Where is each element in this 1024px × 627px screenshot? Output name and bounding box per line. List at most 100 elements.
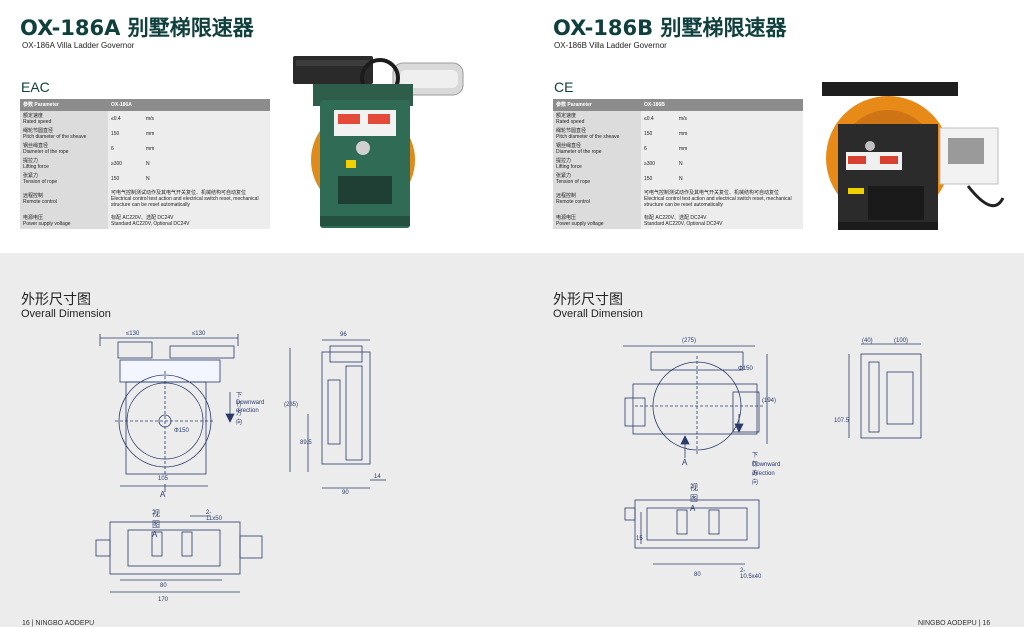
phi-150: Φ150 <box>738 366 753 372</box>
row-zh: 额定速度 <box>556 112 577 119</box>
row-value: 150 <box>108 171 143 186</box>
right-standard-label: CE <box>554 79 574 95</box>
right-dimension-title-zh: 外形尺寸图 <box>553 292 623 308</box>
dim-89-5: 89.5 <box>300 440 312 446</box>
down-direction-en2: direction <box>236 408 259 414</box>
dim-194: (194) <box>762 398 777 404</box>
dim-235: (235) <box>284 402 299 408</box>
row-value: 150 <box>641 171 676 186</box>
left-dimension-title-zh: 外形尺寸图 <box>21 292 91 308</box>
power-text-zh: 标配 AC220V、选配 DC24V <box>644 214 707 221</box>
row-unit: m/s <box>143 111 270 126</box>
row-zh: 电源电压 <box>23 214 44 221</box>
row-unit: N <box>143 156 270 171</box>
dim-107-5: 107.5 <box>834 418 850 424</box>
table-header: 参数 Parameter OX-186A <box>20 99 270 111</box>
header-model: OX-186B <box>641 99 803 111</box>
row-zh: 钢丝绳直径 <box>556 142 582 149</box>
row-zh: 绳轮节圆直径 <box>23 127 54 134</box>
row-zh: 钢丝绳直径 <box>23 142 49 149</box>
row-unit: N <box>676 156 803 171</box>
dim-130-a: ≤130 <box>126 331 140 337</box>
row-value: ≥300 <box>108 156 143 171</box>
down-direction-zh: 下行方向 <box>236 393 243 426</box>
row-en: Rated speed <box>23 118 52 125</box>
right-subtitle: OX-186B Villa Ladder Governor <box>554 41 667 50</box>
row-zh: 提拉力 <box>23 157 39 164</box>
holes-spec: 2-10.5x40 <box>740 568 762 580</box>
row-unit: mm <box>143 126 270 141</box>
row-zh: 张紧力 <box>23 172 39 179</box>
left-subtitle: OX-186A Villa Ladder Governor <box>22 41 135 50</box>
row-en: Lifting force <box>23 163 49 170</box>
left-standard-label: EAC <box>21 79 50 95</box>
remote-text-en: Electrical control test action and elect… <box>644 196 792 208</box>
header-model: OX-186A <box>108 99 270 111</box>
header-parameter: 参数 Parameter <box>553 99 641 111</box>
remote-text-zh: 可电气控制测试动作及其电气开关复位、机械结构可自动复位 <box>111 190 247 196</box>
dim-90: 90 <box>342 490 349 496</box>
bottom-section <box>0 253 1024 627</box>
dim-80: 80 <box>160 583 167 589</box>
left-product-photo <box>293 56 464 228</box>
row-value: ≤0.4 <box>641 111 676 126</box>
left-dimension-drawing <box>95 334 386 593</box>
row-en: Diameter of the rope <box>556 148 602 155</box>
row-en: Remote control <box>556 199 590 205</box>
down-direction-en1: Downward <box>236 400 265 406</box>
row-en: Rated speed <box>556 118 585 125</box>
view-a: 视图A <box>690 483 698 513</box>
dim-14: 14 <box>374 474 381 480</box>
row-unit: mm <box>676 141 803 156</box>
row-en: Pitch diameter of the sheave <box>556 133 620 140</box>
power-text-en: Standard AC220V, Optional DC24V <box>644 220 723 227</box>
row-value: ≤0.4 <box>108 111 143 126</box>
row-en: Power supply voltage <box>556 220 604 227</box>
row-zh: 远程控制 <box>23 193 44 199</box>
left-footer: 16 | NINGBO AODEPU <box>22 620 95 627</box>
row-unit: N <box>143 171 270 186</box>
row-value: 6 <box>108 141 143 156</box>
holes-spec: 2-11x50 <box>206 510 222 522</box>
row-en: Remote control <box>23 199 57 205</box>
row-value: ≥300 <box>641 156 676 171</box>
remote-text-zh: 可电气控制测试动作及其电气开关复位、机械结构可自动复位 <box>644 190 780 196</box>
row-zh: 张紧力 <box>556 172 572 179</box>
dim-170: 170 <box>158 597 169 603</box>
dim-15: 15 <box>636 536 643 542</box>
row-unit: mm <box>676 126 803 141</box>
header-parameter: 参数 Parameter <box>20 99 108 111</box>
dim-100: (100) <box>894 338 909 344</box>
row-value: 150 <box>108 126 143 141</box>
power-text-en: Standard AC220V, Optional DC24V <box>111 220 190 227</box>
row-unit: N <box>676 171 803 186</box>
row-en: Tension of rope <box>23 178 58 185</box>
dim-130-b: ≤130 <box>192 331 206 337</box>
row-unit: mm <box>143 141 270 156</box>
phi-150: Φ150 <box>174 428 189 434</box>
left-dimension-title-en: Overall Dimension <box>21 308 111 320</box>
row-en: Lifting force <box>556 163 582 170</box>
row-unit: m/s <box>676 111 803 126</box>
right-footer: NINGBO AODEPU | 16 <box>918 620 991 627</box>
dim-275: (275) <box>682 338 697 344</box>
row-value: 6 <box>641 141 676 156</box>
label-a: A <box>682 458 688 467</box>
row-en: Power supply voltage <box>23 220 71 227</box>
down-direction-zh: 下行方向 <box>752 453 759 486</box>
left-title: OX-186A 别墅梯限速器 <box>20 16 254 40</box>
dim-80: 80 <box>694 572 701 578</box>
